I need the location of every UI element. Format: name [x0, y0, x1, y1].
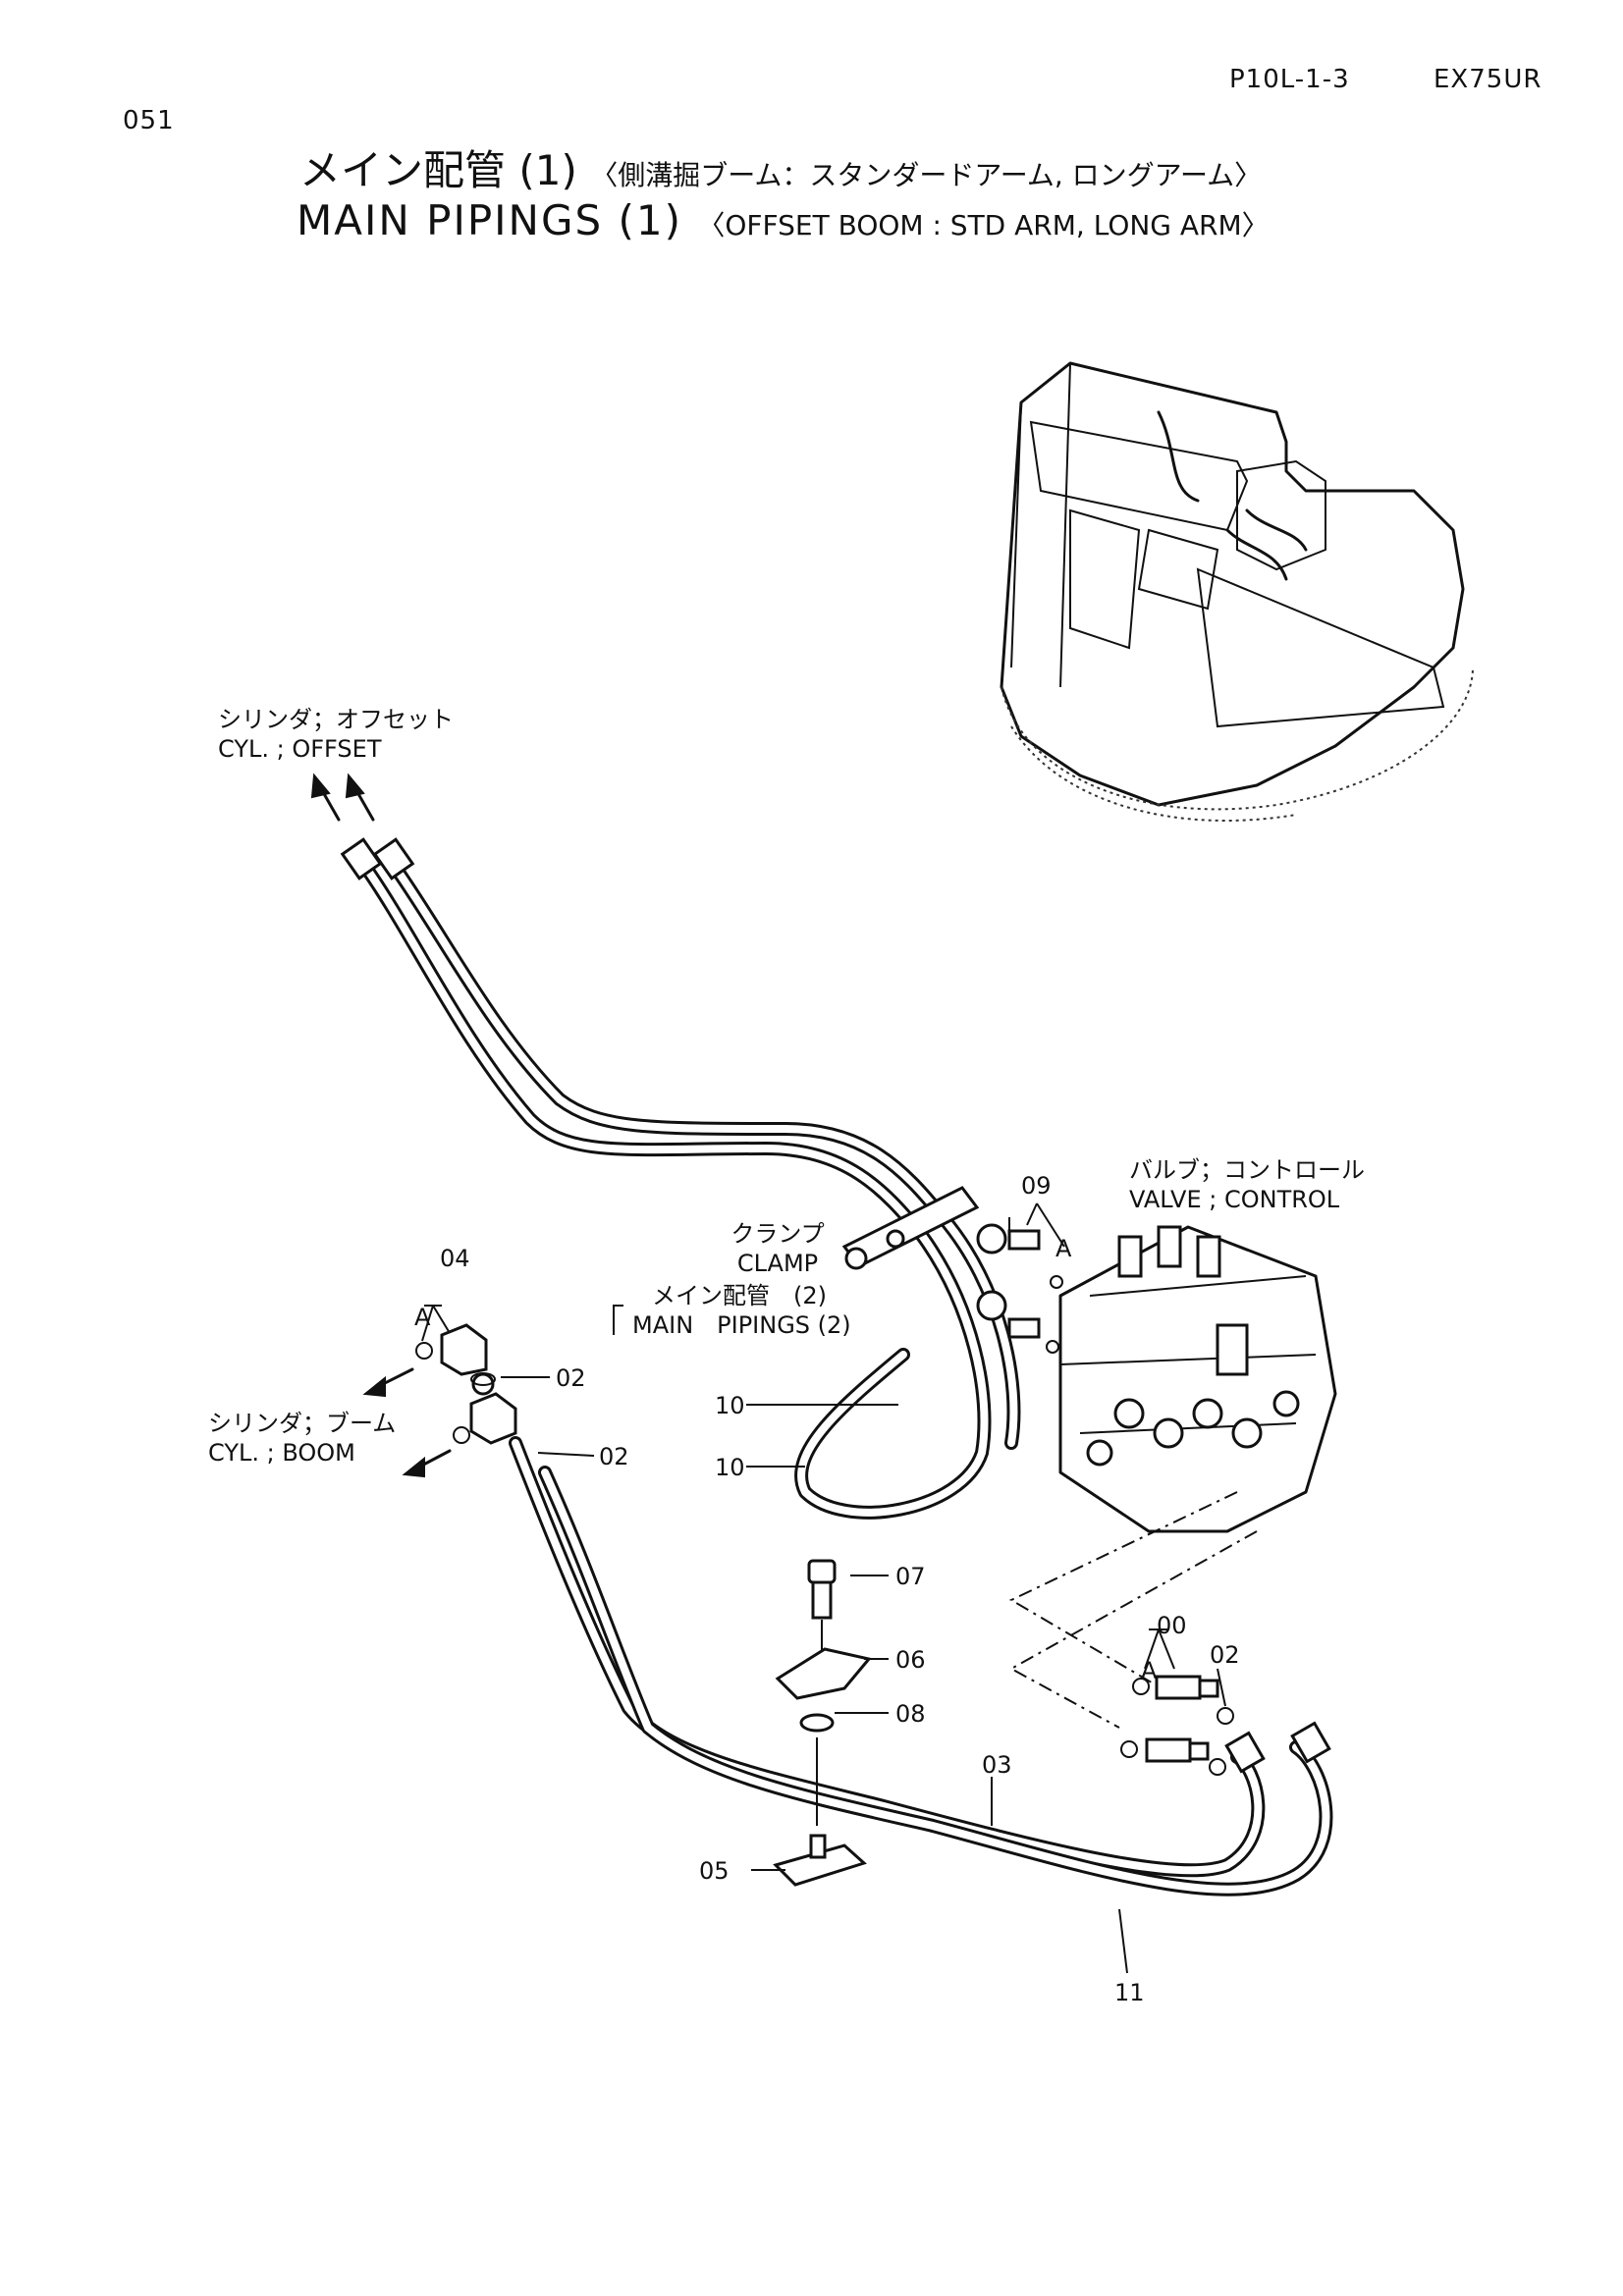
control-valve-illustration: [1058, 1225, 1337, 1533]
callout-10-lower: 10: [715, 1454, 745, 1481]
cyl-boom-en: CYL. ; BOOM: [208, 1439, 355, 1467]
clamp-en: CLAMP: [736, 1250, 819, 1277]
callout-11: 11: [1114, 1979, 1145, 2006]
page-code: P10L-1-3: [1229, 65, 1350, 94]
callout-02-upper: 02: [556, 1364, 586, 1392]
connection-leaders: [1008, 1491, 1258, 1729]
title-jp-sub: 〈側溝掘ブーム：スタンダードアーム, ロングアーム〉: [590, 159, 1263, 191]
callout-03: 03: [982, 1751, 1012, 1779]
excavator-overview-illustration: [1000, 361, 1474, 822]
label-cyl-boom: シリンダ；ブーム CYL. ; BOOM: [208, 1409, 396, 1468]
cyl-boom-jp: シリンダ；ブーム: [208, 1410, 397, 1437]
page-title-jp: メイン配管 (1) 〈側溝掘ブーム：スタンダードアーム, ロングアーム〉: [299, 137, 1262, 197]
valve-jp: バルブ；コントロール: [1129, 1156, 1365, 1184]
callout-02-right: 02: [1210, 1641, 1240, 1669]
clamp-hardware: [773, 1559, 872, 1887]
clamp-jp: クランプ: [730, 1220, 825, 1248]
boom-hoses: [509, 1436, 1333, 1896]
valve-en: VALVE ; CONTROL: [1129, 1186, 1340, 1213]
title-en-sub: 〈OFFSET BOOM : STD ARM, LONG ARM〉: [697, 209, 1270, 241]
label-cyl-offset: シリンダ；オフセット CYL. ; OFFSET: [218, 705, 454, 764]
callout-04: 04: [440, 1245, 470, 1272]
fitting-00-group: [1120, 1629, 1234, 1776]
clamp-ref-jp: メイン配管 (2): [652, 1282, 827, 1309]
callout-00: 00: [1157, 1612, 1187, 1639]
label-control-valve: バルブ；コントロール VALVE ; CONTROL: [1129, 1155, 1365, 1214]
page-title-en: MAIN PIPINGS (1) 〈OFFSET BOOM : STD ARM,…: [297, 196, 1270, 244]
sheet-number: 051: [123, 106, 175, 135]
callout-02-lower: 02: [599, 1443, 629, 1470]
detail-a-marker-valve: A: [1055, 1235, 1072, 1262]
clamp-illustration: [841, 1186, 980, 1270]
clamp-ref-en: MAIN PIPINGS (2): [632, 1311, 851, 1339]
callout-07: 07: [895, 1563, 926, 1590]
offset-hoses: [340, 837, 1021, 1520]
label-clamp-reference: メイン配管 (2) MAIN PIPINGS (2): [617, 1281, 851, 1340]
callout-08: 08: [895, 1700, 926, 1728]
offset-direction-arrows: [310, 773, 375, 822]
callout-10-upper: 10: [715, 1392, 745, 1419]
callout-06: 06: [895, 1646, 926, 1674]
model-number: EX75UR: [1434, 65, 1542, 94]
title-jp-main: メイン配管 (1): [299, 146, 577, 194]
title-en-main: MAIN PIPINGS (1): [297, 196, 683, 244]
detail-a-marker-boom: A: [414, 1304, 431, 1331]
label-clamp: クランプ CLAMP: [699, 1219, 856, 1278]
valve-fittings-09: [976, 1202, 1065, 1354]
callout-09: 09: [1021, 1172, 1052, 1200]
boom-fittings-04: [362, 1305, 517, 1478]
callout-leaders: [501, 1217, 1128, 1974]
cyl-offset-jp: シリンダ；オフセット: [218, 706, 454, 733]
detail-a-marker-fitting: A: [1141, 1657, 1158, 1684]
cyl-offset-en: CYL. ; OFFSET: [218, 735, 382, 763]
callout-05: 05: [699, 1857, 730, 1885]
